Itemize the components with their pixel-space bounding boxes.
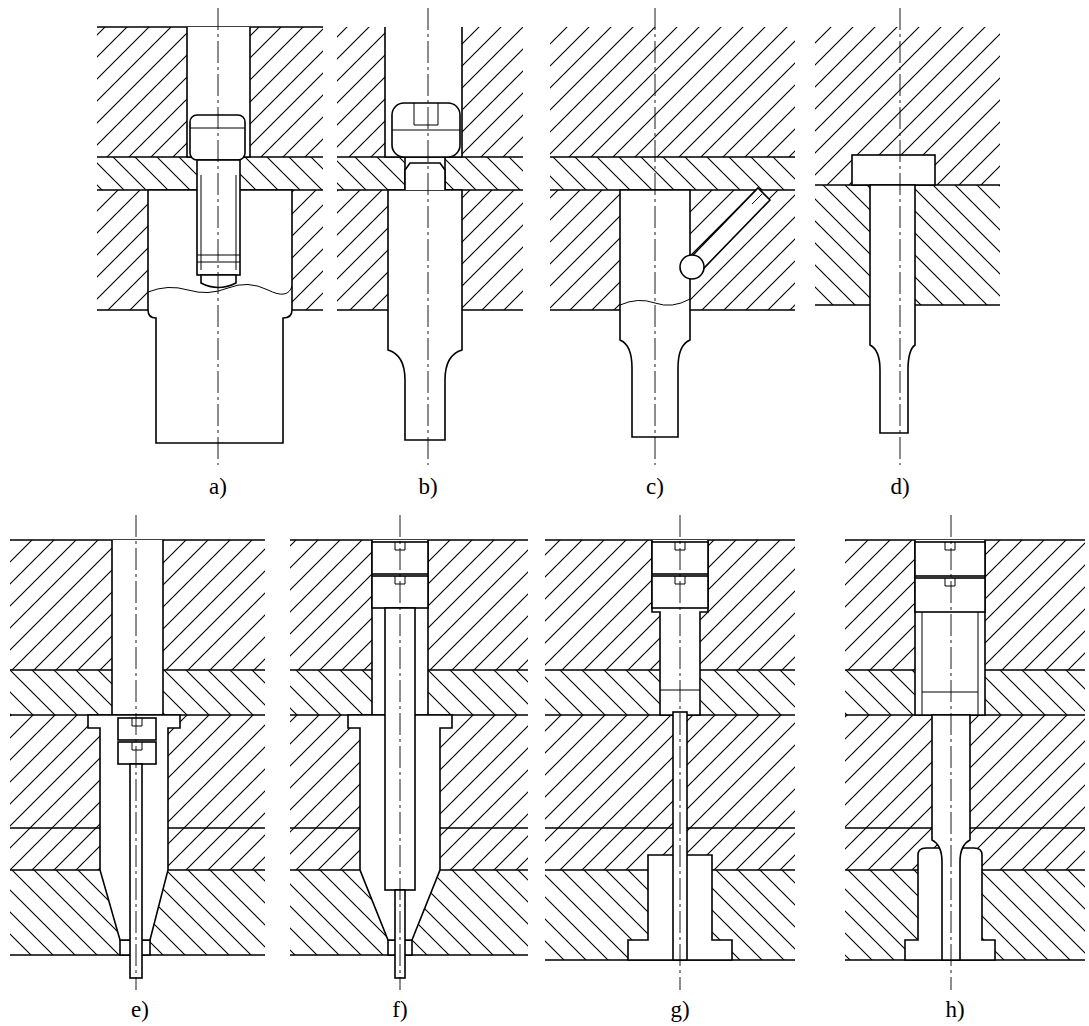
panel-f bbox=[290, 515, 528, 990]
panel-c bbox=[550, 8, 795, 465]
figure-label: h) bbox=[942, 997, 967, 1022]
panel-e bbox=[10, 515, 265, 990]
figure-label: e) bbox=[128, 997, 152, 1022]
panel-a bbox=[97, 8, 323, 465]
figure-label: c) bbox=[643, 474, 667, 499]
figure-label: a) bbox=[206, 474, 230, 499]
panel-g bbox=[545, 515, 795, 990]
panel-b bbox=[337, 8, 523, 465]
figure-label: d) bbox=[887, 474, 912, 499]
figure-label: g) bbox=[667, 997, 692, 1022]
figure-label: b) bbox=[415, 474, 440, 499]
panel-d bbox=[815, 8, 1000, 465]
panel-h bbox=[845, 515, 1085, 990]
figure-label: f) bbox=[389, 997, 410, 1022]
